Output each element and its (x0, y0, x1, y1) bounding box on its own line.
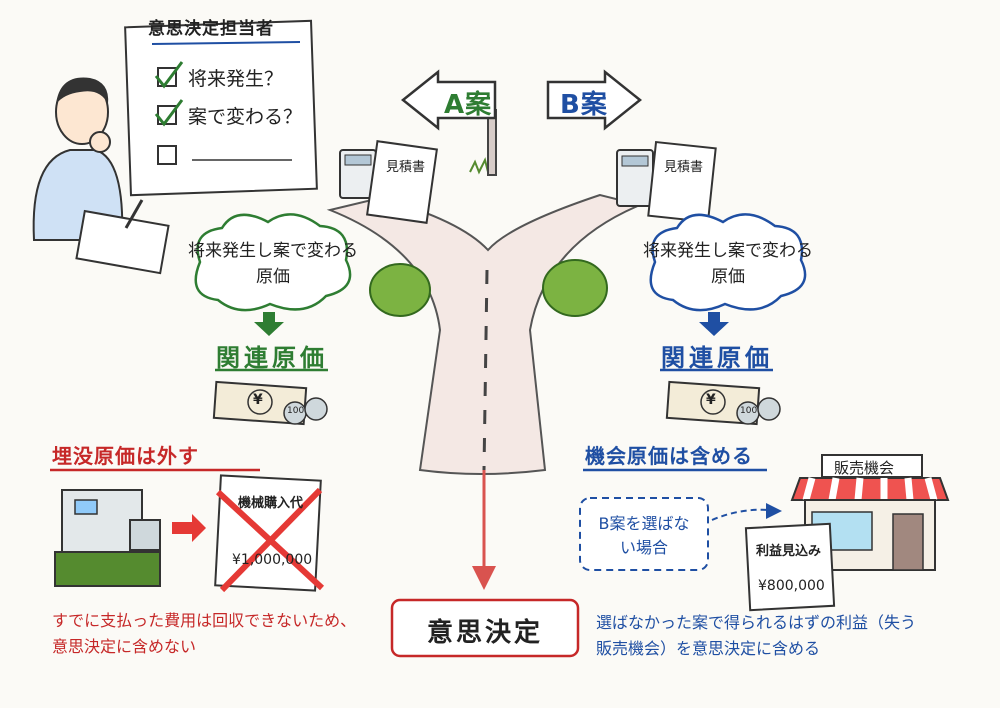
estimate-label-left: 見積書 (386, 160, 426, 175)
sign-a-label: A案 (444, 90, 493, 120)
shop-sign: 販売機会 (834, 459, 895, 477)
arrow-down-left (254, 312, 284, 336)
sign-b-arrow (546, 69, 643, 131)
opportunity-cost-note: 選ばなかった案で得られるはずの利益（失う販売機会）を意思決定に含める (596, 613, 917, 658)
related-cost-right: 関連原価 (661, 344, 773, 372)
profit-doc-amount: ¥800,000 (758, 578, 825, 594)
money-left (212, 380, 328, 426)
arrow-right-sunk (172, 514, 206, 542)
checklist-pad (124, 19, 318, 197)
yen-symbol-left: ¥ (253, 392, 263, 408)
cloud-text-right: 将来発生し案で変わる原価 (643, 241, 813, 287)
check-mark-1 (154, 61, 184, 89)
bush-left (369, 263, 431, 317)
estimate-label-right: 見積書 (664, 160, 704, 175)
cross-line-2 (219, 487, 323, 593)
decision-label: 意思決定 (426, 618, 543, 648)
coin-label-left: 100 (287, 406, 305, 416)
profit-doc-title: 利益見込み (756, 544, 822, 559)
opportunity-cost-heading: 機会原価は含める (585, 444, 753, 468)
road-centerline (482, 269, 489, 471)
profit-doc (744, 522, 836, 612)
checklist-item-1: 将来発生？ (188, 68, 284, 90)
shop-illustration (790, 454, 950, 571)
b-case-bubble-text: B案を選ばない場合 (598, 514, 690, 557)
bush-right (542, 259, 608, 317)
dashed-arrow (711, 508, 771, 521)
estimate-doc-right (647, 140, 717, 224)
related-cost-left: 関連原価 (216, 344, 328, 372)
machine-illustration (54, 489, 161, 587)
machine-invoice-title: 機械購入代 (238, 496, 304, 511)
sunk-cost-note: すでに支払った費用は回収できないため、意思決定に含めない (52, 611, 357, 656)
cloud-left (194, 213, 352, 312)
checklist-underline (151, 41, 301, 45)
yen-symbol-right: ¥ (706, 392, 716, 408)
check-mark-2 (154, 99, 184, 127)
dashed-arrow-head (766, 503, 782, 519)
checklist-item-2: 案で変わる？ (188, 106, 303, 128)
arrow-head-decision (472, 566, 496, 590)
b-case-bubble (579, 497, 709, 571)
checkbox-3 (157, 145, 177, 165)
estimate-doc-left (366, 140, 438, 224)
decision-box (390, 598, 580, 658)
pencil (124, 199, 144, 229)
desk-note (75, 209, 170, 275)
arrow-down-right (699, 312, 729, 336)
sign-a-arrow (400, 69, 497, 131)
checklist-title: 意思決定担当者 (148, 19, 274, 39)
sign-b-label: B案 (560, 90, 608, 120)
money-right (665, 380, 781, 426)
machine-invoice-amount: ¥1,000,000 (232, 552, 313, 568)
cloud-text-left: 将来発生し案で変わる原価 (188, 241, 358, 287)
sunk-cost-heading: 埋没原価は外す (52, 444, 199, 468)
coin-label-right: 100 (740, 406, 758, 416)
cloud-right (649, 213, 807, 312)
